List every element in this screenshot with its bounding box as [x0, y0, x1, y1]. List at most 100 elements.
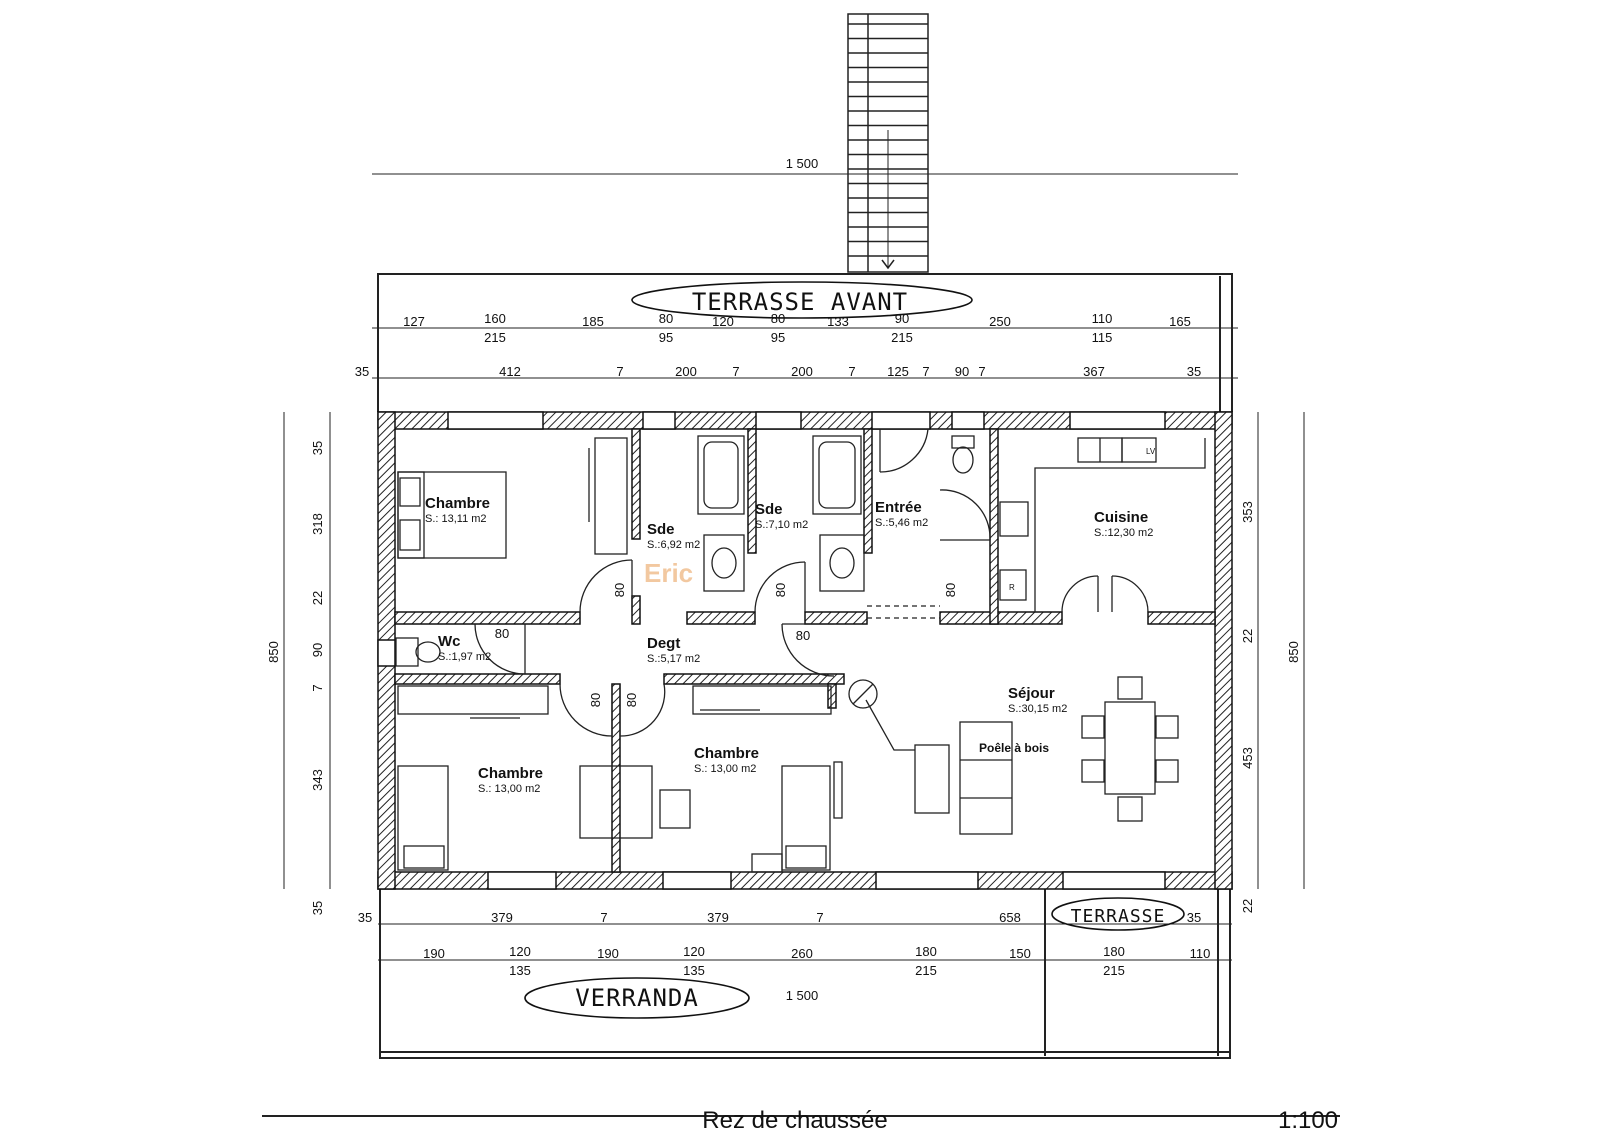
- top-dimensions: 1 500 127 160 215 185 80 95 120 80 95 13…: [355, 156, 1201, 379]
- dim-label: 35: [358, 910, 372, 925]
- verranda-ellipse: [524, 977, 750, 1019]
- dim-label: 180: [915, 944, 937, 959]
- dim-overall-bottom: 1 500: [786, 988, 819, 1003]
- dim-label: 120: [509, 944, 531, 959]
- dim-label: 7: [978, 364, 985, 379]
- dim-label: 135: [509, 963, 531, 978]
- furniture: [395, 435, 1206, 873]
- room-name: Sde: [647, 521, 675, 538]
- right-dimensions: 353 22 453 22 850: [1240, 501, 1301, 913]
- dim-overall-top: 1 500: [786, 156, 819, 171]
- dim-label: 22: [1240, 899, 1255, 913]
- r-label: R: [1009, 583, 1015, 592]
- dim-label: 22: [1240, 629, 1255, 643]
- lv-label: LV: [1146, 447, 1156, 456]
- dim-label: 453: [1240, 747, 1255, 769]
- dim-label: 165: [1169, 314, 1191, 329]
- dim-label: 135: [683, 963, 705, 978]
- sofa: [959, 721, 1013, 835]
- dim-label: 95: [659, 330, 673, 345]
- dim-label: 35: [310, 901, 325, 915]
- dim-label: 80: [588, 693, 603, 707]
- watermark: Eric: [644, 558, 693, 588]
- hand-annotations: [524, 281, 1185, 1019]
- dim-label: 110: [1190, 946, 1211, 961]
- dim-label: 120: [712, 314, 734, 329]
- dim-label: 160: [484, 311, 506, 326]
- room-area: S.: 13,11 m2: [425, 513, 487, 525]
- wardrobe-1: [397, 685, 549, 715]
- dim-label: 850: [1286, 641, 1301, 663]
- room-area: S.:5,17 m2: [647, 653, 700, 665]
- bathtub-1: [697, 435, 745, 515]
- dim-label: 80: [612, 583, 627, 597]
- dim-label: 260: [791, 946, 813, 961]
- dim-label: 120: [683, 944, 705, 959]
- dim-label: 80: [495, 626, 509, 641]
- stove-label: Poêle à bois: [979, 741, 1049, 755]
- sink-2: [819, 534, 865, 592]
- dim-label: 190: [423, 946, 445, 961]
- dim-label: 133: [827, 314, 849, 329]
- room-name: Chambre: [694, 745, 759, 762]
- room-name: Wc: [438, 633, 461, 650]
- dim-label: 250: [989, 314, 1011, 329]
- dim-label: 7: [600, 910, 607, 925]
- windows: [377, 411, 1166, 890]
- room-area: S.: 13,00 m2: [694, 763, 756, 775]
- room-area: S.:7,10 m2: [755, 519, 808, 531]
- room-name: Séjour: [1008, 685, 1055, 702]
- dim-label: 185: [582, 314, 604, 329]
- room-area: S.:12,30 m2: [1094, 527, 1153, 539]
- dim-label: 150: [1009, 946, 1031, 961]
- room-name: Chambre: [425, 495, 490, 512]
- dim-label: 215: [915, 963, 937, 978]
- dim-label: 658: [999, 910, 1021, 925]
- plan-scale: 1:100: [1278, 1107, 1338, 1134]
- dim-label: 215: [1103, 963, 1125, 978]
- dim-label: 35: [310, 441, 325, 455]
- room-area: S.:6,92 m2: [647, 539, 700, 551]
- dim-label: 353: [1240, 501, 1255, 523]
- coffee-table: [914, 744, 950, 814]
- room-name: Degt: [647, 635, 680, 652]
- interior-walls: [394, 428, 1216, 873]
- terrasse-avant-ellipse: [631, 281, 973, 319]
- dim-label: 80: [796, 628, 810, 643]
- room-area: S.:1,97 m2: [438, 651, 491, 663]
- dim-label: 90: [955, 364, 969, 379]
- verranda-label: VERRANDA: [575, 984, 699, 1012]
- dim-label: 7: [310, 684, 325, 691]
- dim-label: 80: [773, 583, 788, 597]
- dim-label: 90: [895, 311, 909, 326]
- dim-label: 379: [491, 910, 513, 925]
- dim-label: 80: [943, 583, 958, 597]
- dim-label: 200: [791, 364, 813, 379]
- dim-label: 95: [771, 330, 785, 345]
- door-dimensions: 80 80 80 80 80 80 80: [495, 583, 958, 707]
- dim-label: 200: [675, 364, 697, 379]
- dim-label: 35: [1187, 364, 1201, 379]
- dim-label: 7: [616, 364, 623, 379]
- dim-label: 850: [266, 641, 281, 663]
- bed-bedroom-2: [397, 765, 449, 871]
- dim-label: 7: [922, 364, 929, 379]
- room-name: Sde: [755, 501, 783, 518]
- sink-1: [703, 534, 745, 592]
- dim-label: 22: [310, 591, 325, 605]
- dim-label: 318: [310, 513, 325, 535]
- dim-label: 115: [1092, 330, 1113, 345]
- lv-unit: [1121, 437, 1157, 463]
- dim-label: 190: [597, 946, 619, 961]
- doors: [474, 428, 1149, 737]
- dim-label: 35: [1187, 910, 1201, 925]
- dim-label: 215: [891, 330, 913, 345]
- bed-bedroom-3: [781, 765, 831, 871]
- room-name: Cuisine: [1094, 509, 1148, 526]
- dim-label: 343: [310, 769, 325, 791]
- dim-label: 379: [707, 910, 729, 925]
- room-area: S.: 13,00 m2: [478, 783, 540, 795]
- bathtub-2: [812, 435, 862, 515]
